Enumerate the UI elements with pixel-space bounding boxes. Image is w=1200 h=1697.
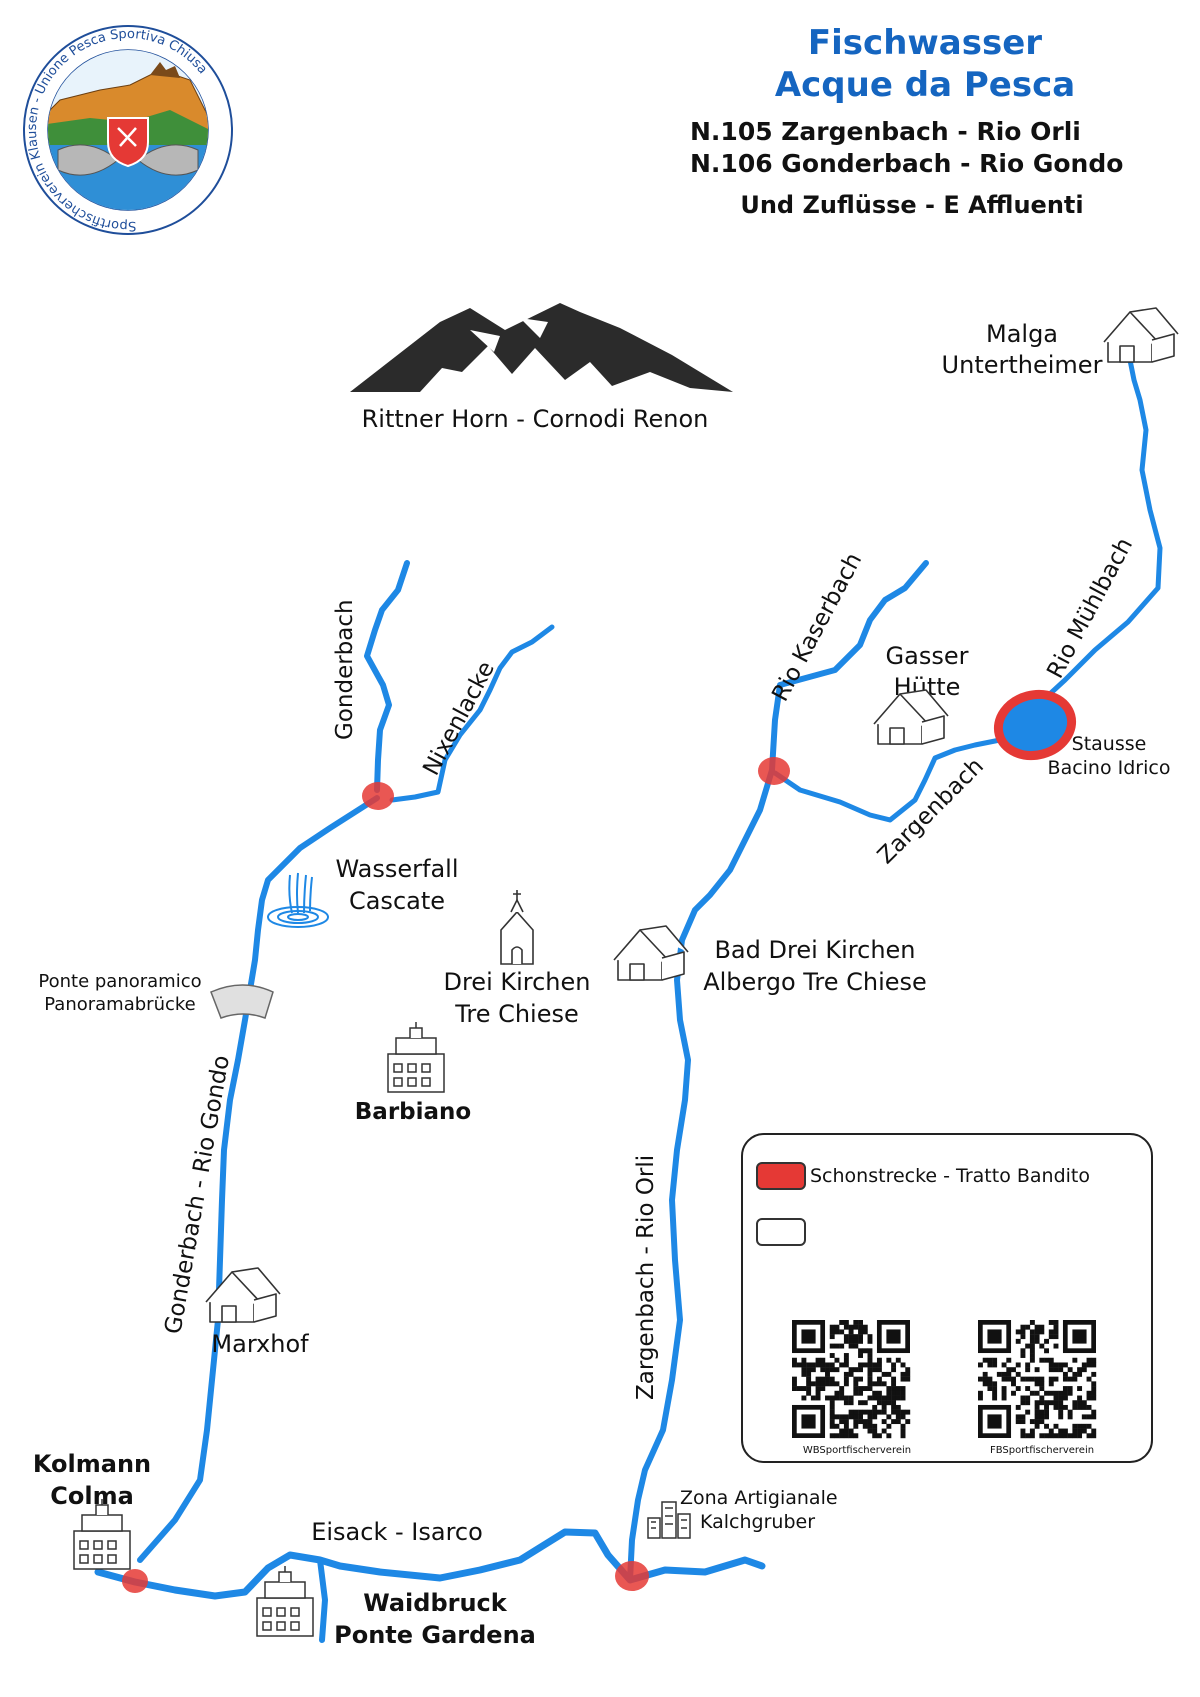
water-105-label: N.105 Zargenbach - Rio Orli (690, 117, 1081, 146)
protected-zone-marker-kaserbach (758, 757, 790, 785)
town-hall-icon-waidbruck (256, 1566, 314, 1637)
rio-kaserbach-label: Rio Kaserbach (767, 549, 867, 706)
nixenlacke-label: Nixenlacke (418, 657, 500, 780)
drei-kirchen-label-line-1: Drei Kirchen (443, 968, 590, 996)
zargenbach-tributary-river (772, 737, 1003, 823)
waterfall-icon (267, 872, 329, 928)
subtitle: Und Zuflüsse - E Affluenti (740, 191, 1083, 219)
qr-code-website[interactable] (792, 1320, 911, 1439)
barbiano-label: Barbiano (355, 1099, 471, 1125)
protected-zone-marker-gonderbach (362, 782, 394, 810)
club-logo: Sportfischerverein Klausen - Unione Pesc… (23, 25, 233, 235)
legend-item-protected: Schonstrecke - Tratto Bandito (810, 1165, 1090, 1187)
church-icon (500, 890, 534, 965)
mountain-icon (350, 303, 733, 392)
stausee-reservoir (993, 689, 1077, 761)
eisack-isarco-river (94, 1528, 766, 1600)
qr-1-label: WBSportfischerverein (803, 1445, 911, 1456)
gonderbach-rio-gondo-river (137, 795, 380, 1563)
kolmann-label-line-2: Colma (50, 1482, 134, 1510)
malga-label-line-2: Untertheimer (942, 351, 1103, 379)
zargenbach-rio-orli-river (627, 560, 929, 1583)
legend-swatch-protected (756, 1162, 806, 1190)
mountain-label: Rittner Horn - Cornodi Renon (362, 405, 709, 433)
panoramic-bridge-icon (210, 984, 274, 1019)
hut-icon-gasser (873, 689, 949, 745)
wasserfall-label-line-1: Wasserfall (335, 855, 458, 883)
stausee-label-line-2: Bacino Idrico (1048, 757, 1171, 779)
hut-icon-malga (1103, 307, 1179, 363)
hut-icon-bad-drei-kirchen (613, 925, 689, 981)
hut-icon-marxhof (205, 1267, 281, 1323)
drei-kirchen-label-line-2: Tre Chiese (454, 1000, 579, 1028)
waidbruck-label-line-1: Waidbruck (363, 1589, 508, 1617)
rio-muhlbach-label: Rio Mühlbach (1042, 534, 1138, 683)
stausee-label-line-1: Stausse (1072, 733, 1147, 755)
water-106-label: N.106 Gonderbach - Rio Gondo (690, 149, 1123, 178)
protected-zone-marker-zona (615, 1561, 649, 1591)
industrial-buildings-icon (647, 1501, 691, 1539)
ponte-gardena-river-branch (317, 1557, 328, 1643)
nixenlacke-river (389, 624, 555, 803)
ponte-label-line-1: Ponte panoramico (38, 971, 201, 992)
ponte-label-line-2: Panoramabrücke (44, 994, 195, 1015)
rio-muhlbach-river (1037, 357, 1163, 706)
legend-swatch-empty (756, 1218, 806, 1246)
qr-2-label: FBSportfischerverein (990, 1445, 1094, 1456)
zona-label-line-1: Zona Artigianale (680, 1487, 838, 1509)
town-hall-icon-barbiano (387, 1022, 445, 1093)
qr-code-facebook[interactable] (978, 1320, 1097, 1439)
waidbruck-label-line-2: Ponte Gardena (334, 1621, 536, 1649)
kolmann-label-line-1: Kolmann (33, 1450, 151, 1478)
zargenbach-rio-orli-label: Zargenbach - Rio Orli (633, 1155, 659, 1400)
protected-zone-marker-kolmann (122, 1569, 148, 1593)
zona-label-line-2: Kalchgruber (700, 1511, 815, 1533)
title-line-2: Acque da Pesca (775, 65, 1075, 105)
gonderbach-label: Gonderbach (332, 599, 358, 740)
bad-drei-kirchen-label-line-2: Albergo Tre Chiese (703, 968, 927, 996)
marxhof-label: Marxhof (211, 1330, 309, 1358)
gonderbach-upper-river (364, 560, 410, 793)
wasserfall-label-line-2: Cascate (349, 887, 445, 915)
eisack-isarco-label: Eisack - Isarco (311, 1518, 483, 1546)
gasser-label-line-1: Gasser (886, 642, 969, 670)
bad-drei-kirchen-label-line-1: Bad Drei Kirchen (714, 936, 915, 964)
malga-label-line-1: Malga (986, 320, 1058, 348)
town-hall-icon-kolmann (73, 1499, 131, 1570)
title-line-1: Fischwasser (808, 23, 1042, 63)
